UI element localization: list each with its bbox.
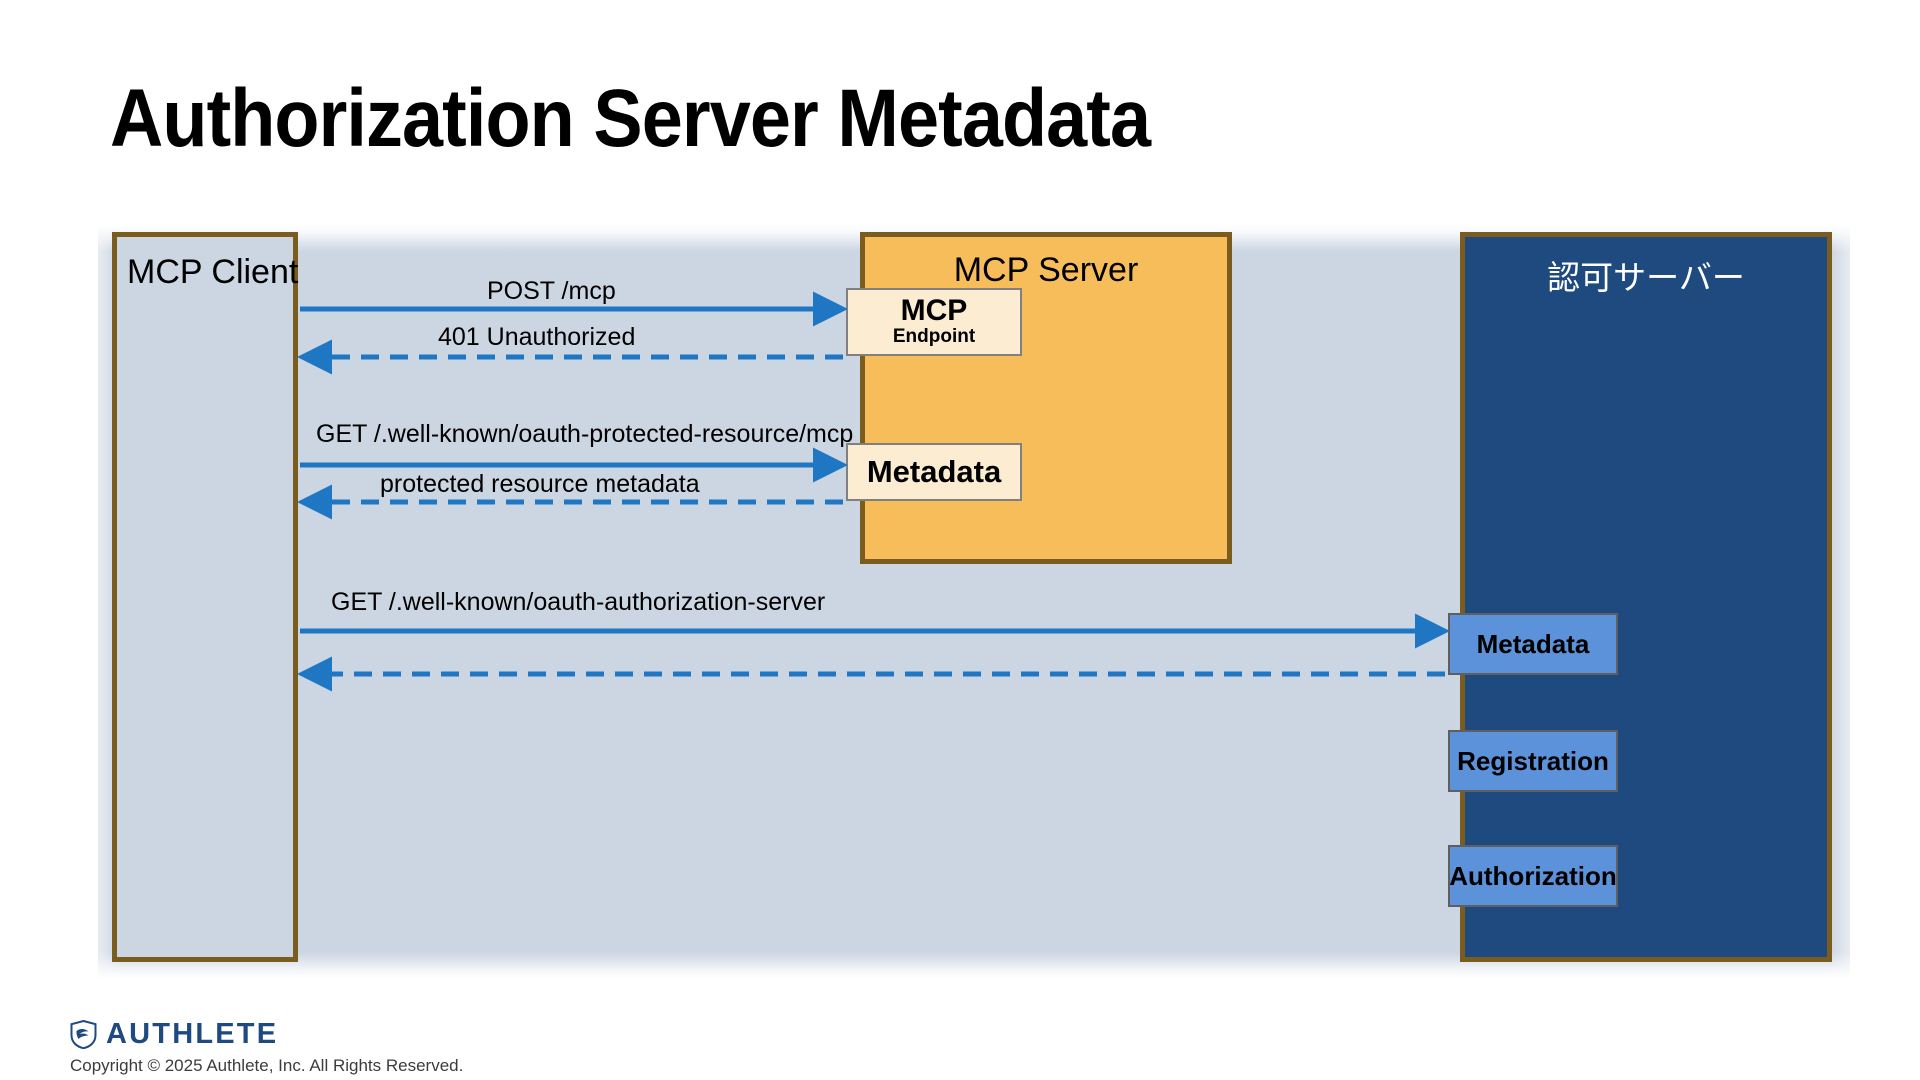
authlete-logo: AUTHLETE [70,1020,278,1049]
participant-authorization-server: 認可サーバー [1460,232,1832,962]
component-mcp-endpoint-line2: Endpoint [892,326,976,348]
component-mcp-endpoint: MCP Endpoint [846,288,1022,356]
arrow-label-401-unauthorized: 401 Unauthorized [438,323,636,351]
participant-mcp-client: MCP Client [112,232,298,962]
component-authz-metadata: Metadata [1448,613,1618,675]
arrow-label-get-authorization-server-metadata: GET /.well-known/oauth-authorization-ser… [331,588,826,616]
copyright-text: Copyright © 2025 Authlete, Inc. All Righ… [70,1056,464,1075]
arrow-label-protected-resource-metadata: protected resource metadata [380,470,700,498]
arrow-label-post-mcp: POST /mcp [487,277,616,305]
component-mcp-server-metadata-label: Metadata [866,454,1002,489]
participant-mcp-server: MCP Server [860,232,1232,564]
page-title: Authorization Server Metadata [110,73,1151,164]
participant-mcp-server-label: MCP Server [953,251,1139,289]
participant-authorization-server-label: 認可サーバー [1547,258,1745,297]
component-mcp-endpoint-line1: MCP [900,293,968,327]
authlete-shield-icon [70,1020,97,1049]
authlete-wordmark: AUTHLETE [106,1018,279,1050]
component-mcp-server-metadata: Metadata [846,443,1022,501]
component-authz-registration: Registration [1448,730,1618,792]
participant-mcp-client-label: MCP Client [127,253,299,291]
arrow-label-get-protected-resource-metadata: GET /.well-known/oauth-protected-resourc… [316,420,854,448]
component-authz-authorization: Authorization [1448,845,1618,907]
